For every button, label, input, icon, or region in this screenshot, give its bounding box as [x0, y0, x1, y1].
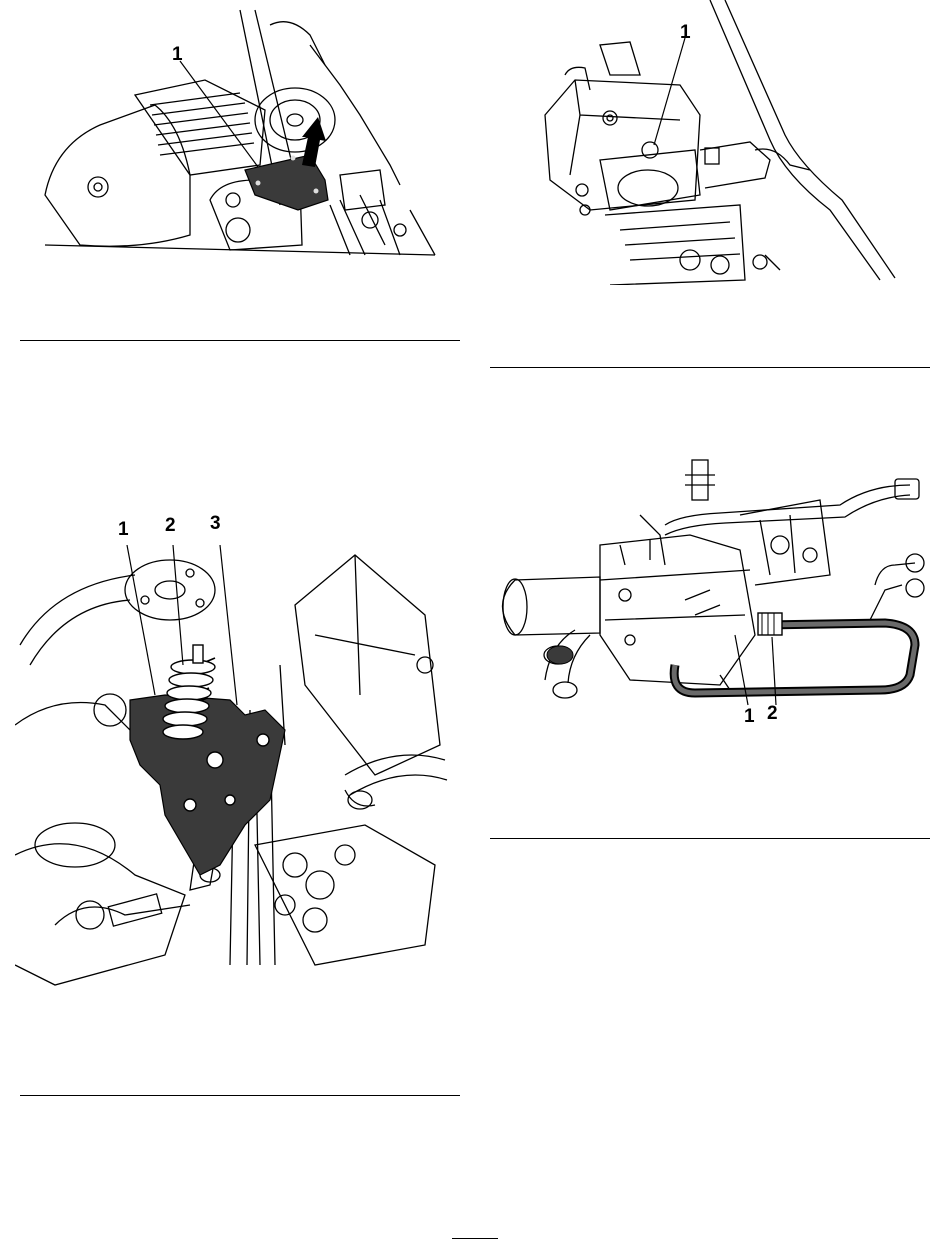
- callout-label: 1: [680, 23, 691, 42]
- callout-label: 1: [118, 520, 129, 539]
- figure-divider: [20, 1095, 460, 1096]
- callout-label: 2: [767, 704, 778, 723]
- cover-plate-illustration: [40, 5, 440, 260]
- figure-cover-plate: [40, 5, 440, 260]
- page-number-mark: [452, 1238, 498, 1239]
- pump-plug-illustration: [530, 0, 910, 285]
- callout-label: 1: [744, 707, 755, 726]
- callout-label: 1: [172, 45, 183, 64]
- callout-label: 3: [210, 514, 221, 533]
- callout-label: 2: [165, 516, 176, 535]
- figure-spring-bracket: [15, 545, 455, 990]
- spring-bracket-illustration: [15, 545, 455, 990]
- figure-hose-fitting: [490, 455, 940, 710]
- figure-divider: [20, 340, 460, 341]
- figure-pump-plug: [530, 0, 910, 285]
- figure-divider: [490, 367, 930, 368]
- hose-fitting-illustration: [490, 455, 940, 710]
- figure-divider: [490, 838, 930, 839]
